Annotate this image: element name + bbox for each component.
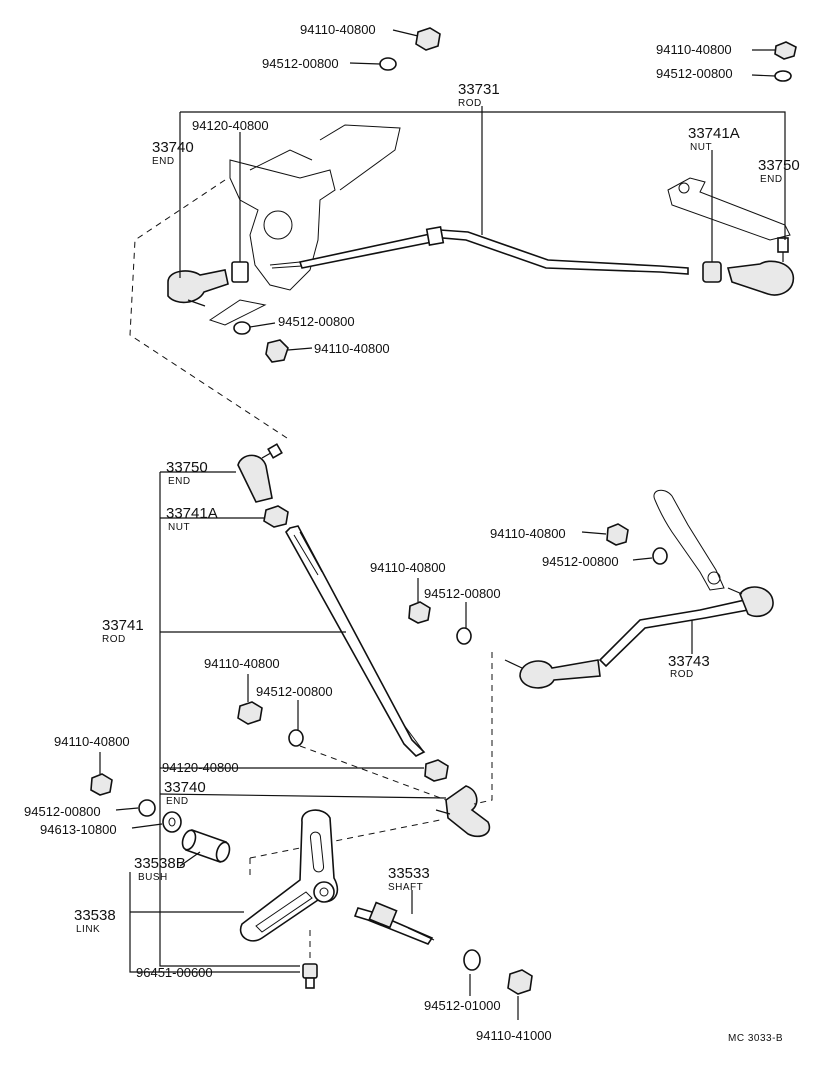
- nut-94110-41000: [507, 969, 533, 995]
- label-rod-33731: 33731: [458, 81, 500, 98]
- label-washer-94512-01000: 94512-01000: [424, 998, 501, 1013]
- label-end-33750-mid-sub: END: [168, 476, 191, 487]
- label-nut-center: 94110-40800: [370, 560, 446, 575]
- bellcrank-housing: [229, 159, 336, 291]
- label-nut-94110-41000: 94110-41000: [476, 1028, 552, 1043]
- washer-right-upper: [652, 547, 668, 565]
- rod-33741-thread-top: [293, 531, 323, 576]
- label-end-33750-top: 33750: [758, 157, 800, 174]
- label-rod-33743: 33743: [668, 653, 710, 670]
- washer-center: [456, 627, 472, 645]
- label-bush-33538B: 33538B: [134, 855, 186, 872]
- end-33750-mid: [237, 443, 283, 503]
- label-end-33750-top-sub: END: [760, 174, 783, 185]
- housing-boss: [263, 210, 293, 240]
- bracket-link-right: [653, 489, 725, 591]
- label-nut-lower-center: 94110-40800: [204, 656, 280, 671]
- label-top-washer-right: 94512-00800: [656, 66, 733, 81]
- rod-33731: [298, 229, 689, 275]
- label-bolt-94120-top: 94120-40800: [192, 118, 269, 133]
- label-end-33740-top: 33740: [152, 139, 194, 156]
- label-nut-33741A-top-sub: NUT: [690, 142, 712, 153]
- label-bolt-94120-lower: 94120-40800: [162, 760, 239, 775]
- label-shaft-33533: 33533: [388, 865, 430, 882]
- label-end-33740-top-sub: END: [152, 156, 175, 167]
- label-washer-lower-center: 94512-00800: [256, 684, 333, 699]
- nut-33741A-top: [702, 261, 722, 283]
- rod-33741: [285, 525, 426, 757]
- label-nut-left-lower: 94110-40800: [54, 734, 130, 749]
- label-nut-right-upper: 94110-40800: [490, 526, 566, 541]
- end-33750-top: [726, 237, 795, 296]
- label-nut-33741A-top: 33741A: [688, 125, 740, 142]
- leaders-top: [179, 29, 786, 351]
- rod-33741-thread-bottom: [403, 724, 425, 753]
- label-nut-33741A-mid-sub: NUT: [168, 522, 190, 533]
- end-33740-top: [167, 269, 229, 307]
- dashed-lines-lower: [249, 652, 493, 962]
- top-assembly: [167, 27, 797, 363]
- label-washer-mid-left: 94512-00800: [278, 314, 355, 329]
- leaders-middle: [99, 471, 693, 967]
- dashed-link-top: [129, 179, 291, 441]
- nut-left-lower: [90, 773, 113, 796]
- rod-33731-thread: [269, 261, 303, 269]
- label-end-33750-mid: 33750: [166, 459, 208, 476]
- nut-mid-left: [265, 339, 289, 363]
- labels: 94110-40800 94512-00800 94110-40800 9451…: [24, 22, 800, 1044]
- label-washer-94613: 94613-10800: [40, 822, 117, 837]
- nut-top-1: [415, 27, 441, 51]
- nut-94120-lower: [424, 759, 449, 782]
- drawing-code: MC 3033-B: [728, 1033, 783, 1044]
- label-rod-33741-sub: ROD: [102, 634, 126, 645]
- label-top-nut-1: 94110-40800: [300, 22, 376, 37]
- washer-94613: [162, 811, 182, 833]
- washer-94512-01000: [463, 949, 481, 971]
- label-shaft-33533-sub: SHAFT: [388, 882, 423, 893]
- nut-33741A-mid: [263, 505, 289, 528]
- label-washer-left-lower: 94512-00800: [24, 804, 101, 819]
- end-33743-left: [504, 659, 601, 689]
- fitting-96451: [302, 963, 318, 989]
- lower-assembly: [181, 809, 533, 995]
- shaft-33533: [353, 901, 435, 945]
- washer-lower-center: [288, 729, 304, 747]
- label-end-33740-lower: 33740: [164, 779, 206, 796]
- nut-top-right: [774, 41, 797, 60]
- label-nut-33741A-mid: 33741A: [166, 505, 218, 522]
- label-link-33538-sub: LINK: [76, 924, 100, 935]
- bracket-right: [667, 177, 791, 241]
- nut-top-left-end: [231, 261, 249, 283]
- label-rod-33731-sub: ROD: [458, 98, 482, 109]
- label-top-washer-1: 94512-00800: [262, 56, 339, 71]
- link-33538: [239, 809, 339, 942]
- label-nut-mid-left: 94110-40800: [314, 341, 390, 356]
- leaders-lower: [129, 851, 519, 1020]
- lever-tab: [208, 299, 267, 326]
- label-top-nut-right: 94110-40800: [656, 42, 732, 57]
- rod-33731-sleeve: [425, 225, 445, 247]
- nut-right-upper: [606, 523, 629, 546]
- washer-top-right: [774, 70, 792, 82]
- end-33740-lower: [435, 785, 491, 838]
- washer-left-lower: [138, 799, 156, 817]
- end-33743-right: [727, 586, 774, 618]
- label-rod-33741: 33741: [102, 617, 144, 634]
- label-fitting-96451: 96451-00600: [136, 965, 213, 980]
- middle-assembly: [90, 443, 774, 838]
- label-bush-33538B-sub: BUSH: [138, 872, 168, 883]
- bush-33538B: [181, 828, 231, 864]
- housing-arm: [319, 124, 401, 191]
- nut-lower-center: [237, 701, 263, 725]
- label-washer-right-upper: 94512-00800: [542, 554, 619, 569]
- nut-center: [408, 601, 431, 624]
- washer-mid-left: [233, 321, 251, 335]
- label-rod-33743-sub: ROD: [670, 669, 694, 680]
- washer-top-1: [379, 57, 397, 71]
- label-washer-center: 94512-00800: [424, 586, 501, 601]
- label-end-33740-lower-sub: END: [166, 796, 189, 807]
- label-link-33538: 33538: [74, 907, 116, 924]
